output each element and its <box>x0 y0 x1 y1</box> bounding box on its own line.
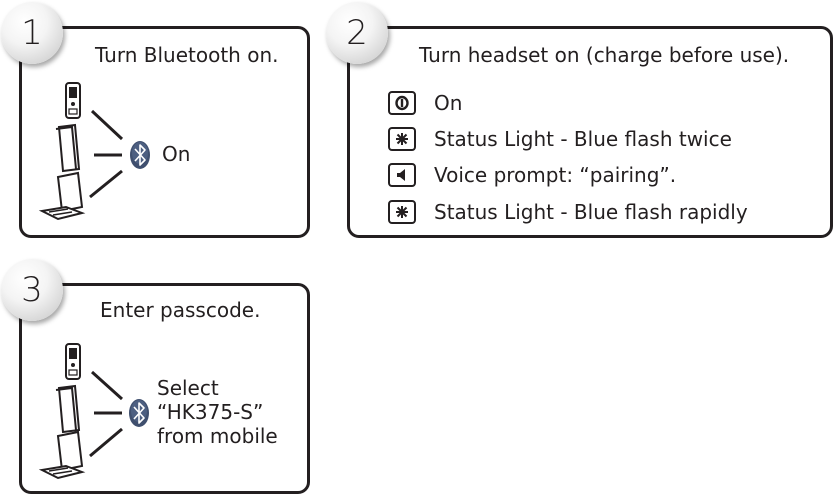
step-2-item-label: On <box>434 91 463 115</box>
step-2-item-label: Status Light - Blue flash rapidly <box>434 200 748 224</box>
step-2-item-status-rapid: Status Light - Blue flash rapidly <box>388 198 748 226</box>
bluetooth-icon <box>130 141 150 169</box>
pairing-instruction-line-3: from mobile <box>157 424 278 448</box>
bluetooth-status: On <box>162 142 191 166</box>
step-2-number: 2 <box>326 2 388 64</box>
step-1-title: Turn Bluetooth on. <box>95 43 279 67</box>
step-2-panel: Turn headset on (charge before use). On … <box>347 26 833 238</box>
devices-illustration <box>38 82 150 221</box>
phone-icon <box>65 82 81 119</box>
phone-icon <box>65 343 81 380</box>
laptop-icon <box>38 430 86 480</box>
pairing-instruction-line-1: Select <box>157 376 219 400</box>
tablet-icon <box>55 123 81 173</box>
step-3-number: 3 <box>1 259 63 321</box>
status-light-icon <box>388 200 416 224</box>
pairing-instruction-line-2: “HK375-S” <box>157 400 264 424</box>
status-light-icon <box>388 127 416 151</box>
step-2-item-voice: Voice prompt: “pairing”. <box>388 161 676 189</box>
bluetooth-icon <box>129 399 149 427</box>
step-1-number: 1 <box>1 2 63 64</box>
step-2-item-power: On <box>388 89 462 117</box>
step-1-panel: Turn Bluetooth on. On <box>19 26 310 238</box>
speaker-icon <box>388 163 416 187</box>
power-icon <box>388 91 416 115</box>
step-2-item-status-twice: Status Light - Blue flash twice <box>388 125 732 153</box>
tablet-icon <box>55 384 81 434</box>
step-3-title: Enter passcode. <box>100 298 261 322</box>
devices-illustration <box>38 343 149 480</box>
step-3-panel: Enter passcode. Select “HK375-S” from mo… <box>19 283 310 494</box>
step-2-title: Turn headset on (charge before use). <box>419 43 790 67</box>
step-2-item-label: Status Light - Blue flash twice <box>434 127 732 151</box>
step-2-item-label: Voice prompt: “pairing”. <box>434 163 677 187</box>
laptop-icon <box>38 171 86 221</box>
